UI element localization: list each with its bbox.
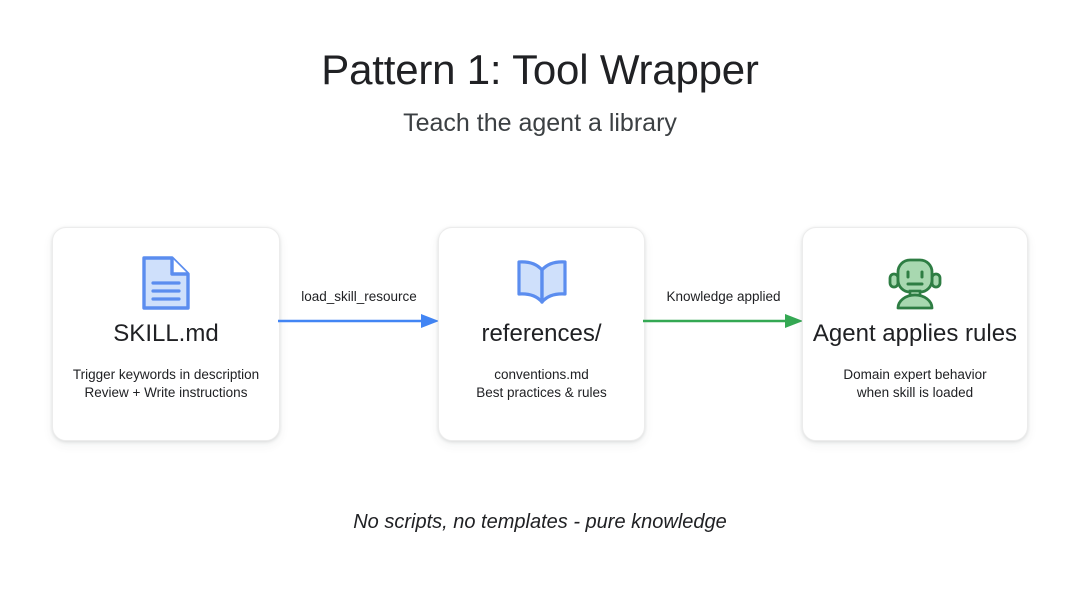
open-book-icon [513, 252, 571, 314]
flow-card-subtext: Domain expert behavior when skill is loa… [837, 366, 992, 402]
page-title: Pattern 1: Tool Wrapper [321, 46, 759, 93]
flow-card-agent-applies-rules[interactable]: Agent applies rules Domain expert behavi… [802, 227, 1028, 441]
footer-caption: No scripts, no templates - pure knowledg… [353, 511, 727, 533]
flow-arrow-label: Knowledge applied [666, 289, 781, 304]
flow-card-title: SKILL.md [113, 320, 219, 347]
flow-card-title: Agent applies rules [812, 320, 1018, 347]
flow-card-subtext-line: Best practices & rules [476, 385, 607, 401]
flow-card-subtext: conventions.md Best practices & rules [470, 366, 613, 402]
flow-card-subtext-line: when skill is loaded [856, 385, 974, 401]
flow-card-references[interactable]: references/ conventions.md Best practice… [438, 227, 645, 441]
page-subtitle: Teach the agent a library [403, 109, 677, 138]
flow-card-subtext-line: conventions.md [494, 366, 589, 382]
page-header: Pattern 1: Tool Wrapper Teach the agent … [0, 46, 1080, 138]
robot-icon [886, 252, 944, 314]
flow-card-subtext: Trigger keywords in description Review +… [67, 366, 265, 402]
flow-card-subtext-line: Trigger keywords in description [72, 366, 260, 382]
flow-card-title: references/ [481, 320, 602, 347]
flow-card-subtext-line: Domain expert behavior [843, 366, 987, 382]
flow-arrow-label: load_skill_resource [301, 289, 417, 304]
flow-card-skill-md[interactable]: SKILL.md Trigger keywords in description… [52, 227, 280, 441]
document-icon [140, 252, 192, 314]
flow-card-subtext-line: Review + Write instructions [84, 385, 248, 401]
flow-arrow-load-skill-resource: load_skill_resource [278, 289, 440, 351]
flow-diagram: SKILL.md Trigger keywords in description… [52, 227, 1028, 441]
flow-arrow-knowledge-applied: Knowledge applied [643, 289, 804, 351]
